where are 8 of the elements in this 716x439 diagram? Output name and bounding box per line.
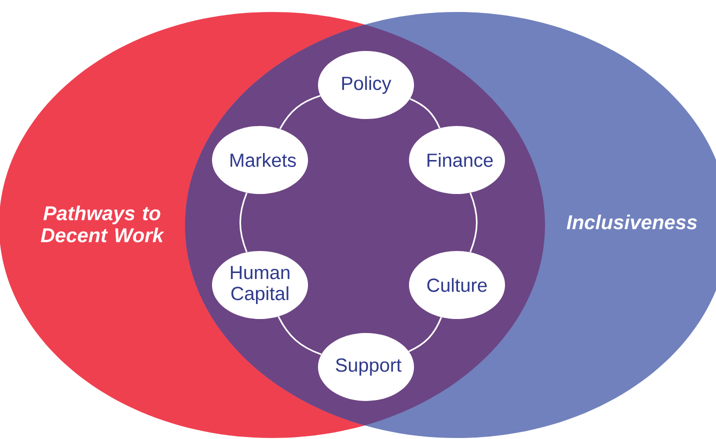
ring-connector [470, 192, 478, 252]
circle-label: Inclusiveness [566, 214, 697, 230]
ring-connector [410, 98, 440, 128]
ring-connector [239, 192, 248, 252]
ring-connector [408, 317, 442, 352]
circle-label: Pathways to Decent Work [40, 206, 164, 242]
ring-connector [278, 316, 322, 356]
ring-connector [279, 95, 321, 130]
